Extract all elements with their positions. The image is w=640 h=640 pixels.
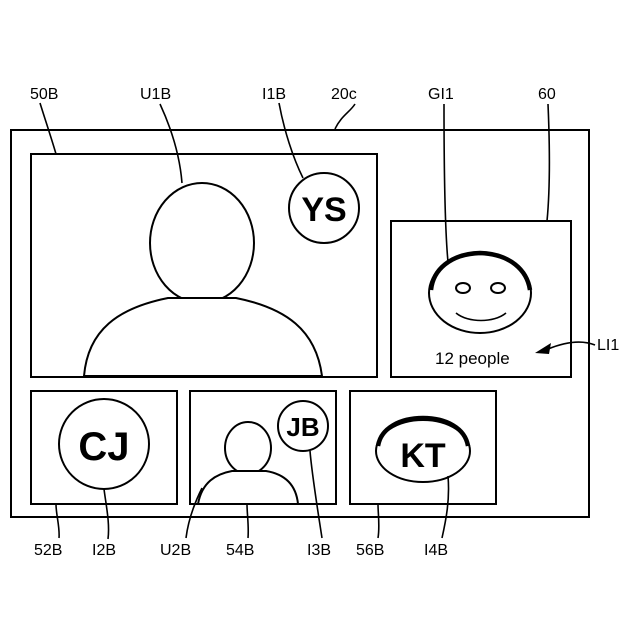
- ref-54B: 54B: [226, 542, 254, 559]
- ref-I2B: I2B: [92, 542, 116, 559]
- ref-20c: 20c: [331, 86, 357, 103]
- main-user-initials: YS: [301, 191, 346, 229]
- participant-count-label: 12 people: [435, 349, 510, 368]
- jb-initials: JB: [286, 412, 319, 442]
- ref-U1B: U1B: [140, 86, 171, 103]
- ref-U2B: U2B: [160, 542, 191, 559]
- ref-GI1: GI1: [428, 86, 454, 103]
- main-user-head: [150, 183, 254, 303]
- ref-I3B: I3B: [307, 542, 331, 559]
- cj-initials: CJ: [78, 425, 129, 469]
- ref-56B: 56B: [356, 542, 384, 559]
- ref-I1B: I1B: [262, 86, 286, 103]
- group-face-eye-left: [456, 283, 470, 293]
- kt-initials: KT: [400, 437, 446, 475]
- small-user-head: [225, 422, 271, 474]
- ref-50B: 50B: [30, 86, 58, 103]
- group-face-eye-right: [491, 283, 505, 293]
- ref-60: 60: [538, 86, 556, 103]
- ref-I4B: I4B: [424, 542, 448, 559]
- ref-LI1: LI1: [597, 337, 619, 354]
- leader-56B: [378, 504, 379, 538]
- ref-52B: 52B: [34, 542, 62, 559]
- leader-20c: [335, 104, 355, 129]
